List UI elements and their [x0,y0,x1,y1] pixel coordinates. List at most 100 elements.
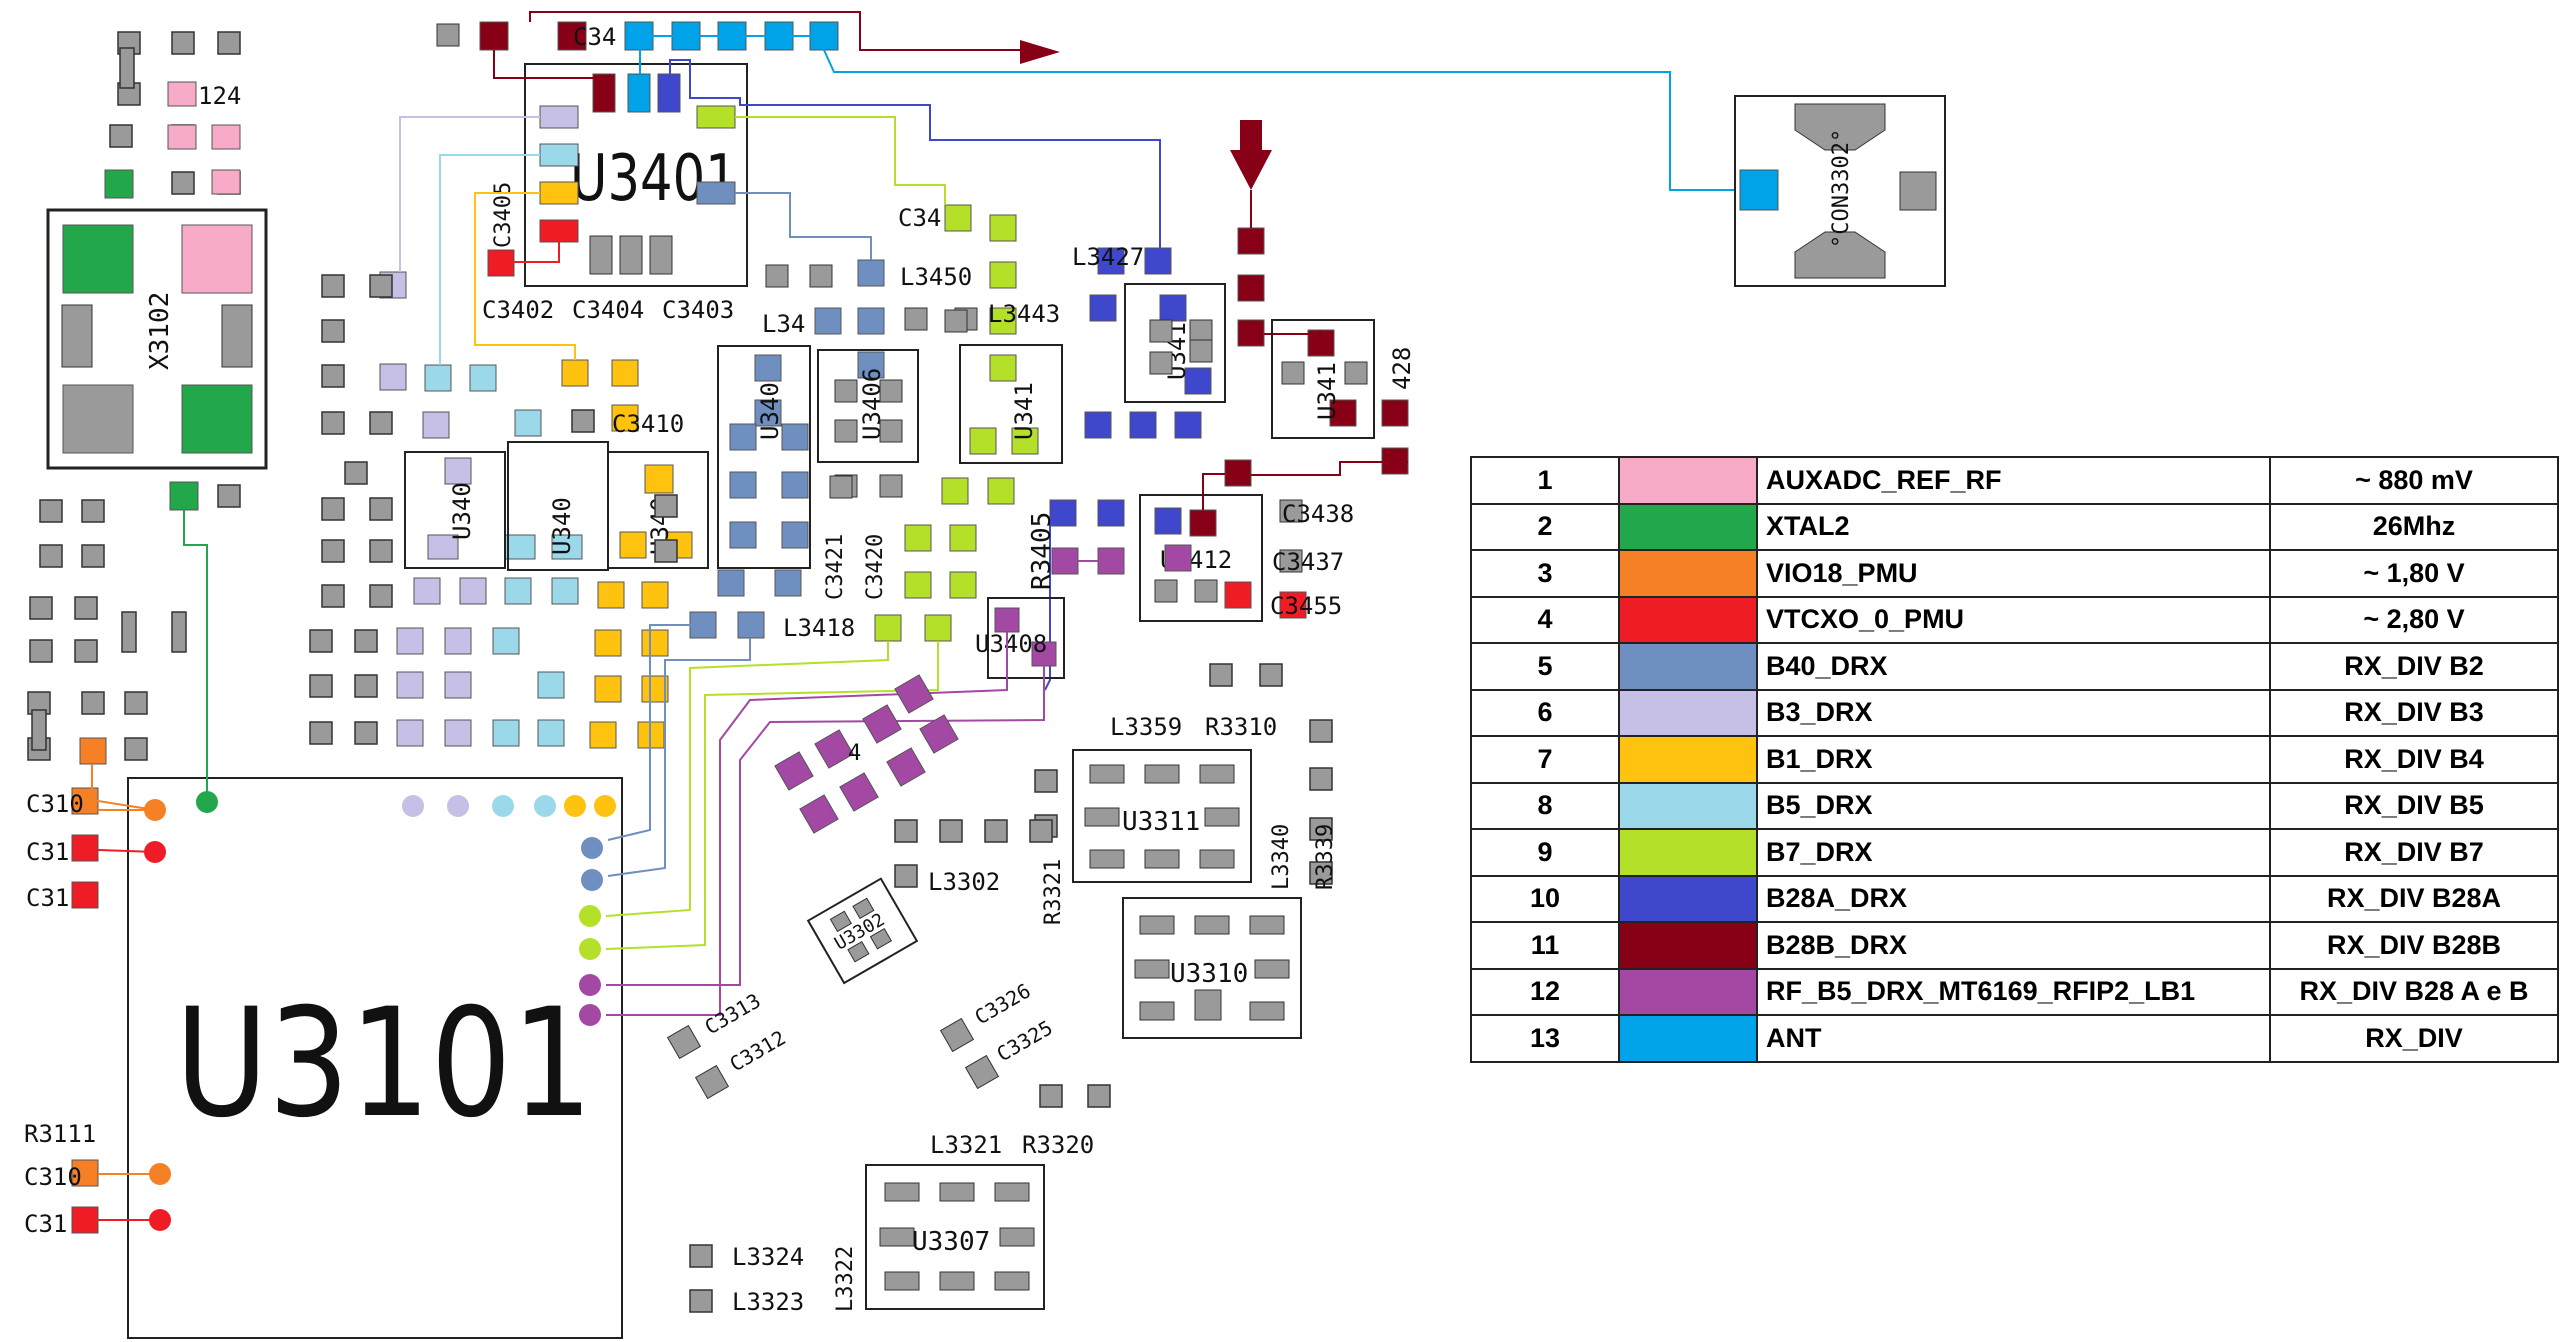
label-c34-mid: C34 [898,204,941,232]
legend-net-name: XTAL2 [1756,502,2271,551]
legend-value: RX_DIV B3 [2269,688,2559,737]
label-l3340: L3340 [1269,824,1294,890]
legend-number: 7 [1470,735,1620,784]
label-c3326: C3326 [971,978,1035,1029]
legend-net-name: B5_DRX [1756,781,2271,830]
label-l3450: L3450 [900,263,972,291]
label-r3320: R3320 [1022,1131,1094,1159]
u340-b-label: U340 [548,497,576,555]
u340-a-label: U340 [448,482,476,540]
legend-color-swatch [1618,688,1758,737]
legend-color-swatch [1618,921,1758,970]
legend-color-swatch [1618,828,1758,877]
label-c310-a: C310 [26,790,84,818]
u340-a-outline [404,451,506,569]
legend-net-name: B28B_DRX [1756,921,2271,970]
legend-number: 4 [1470,595,1620,644]
legend-number: 3 [1470,549,1620,598]
label-124: 124 [198,82,241,110]
r3405-label: R3405 [1027,512,1057,590]
legend-net-name: B7_DRX [1756,828,2271,877]
u3406-outline [817,349,919,463]
con3302-label: °CON3302° [1829,129,1854,248]
label-c3410: C3410 [612,410,684,438]
u341-a-outline [959,344,1063,464]
x3102-label: X3102 [145,292,175,370]
u3310-label: U3310 [1170,959,1248,989]
legend-value: RX_DIV B28B [2269,921,2559,970]
legend-net-name: RF_B5_DRX_MT6169_RFIP2_LB1 [1756,967,2271,1016]
legend-color-swatch [1618,456,1758,505]
u3310-outline [1122,897,1302,1039]
label-l3321: L3321 [930,1131,1002,1159]
legend-net-name: ANT [1756,1014,2271,1063]
u3311-label: U3311 [1122,807,1200,837]
u3101-label: U3101 [175,976,593,1151]
legend-value: RX_DIV B28A [2269,874,2559,923]
label-r3310: R3310 [1205,713,1277,741]
legend-value: RX_DIV B4 [2269,735,2559,784]
legend-row: 3 VIO18_PMU~ 1,80 V [1470,549,2559,598]
legend-value: RX_DIV B28 A e B [2269,967,2559,1016]
label-l34: L34 [762,310,805,338]
legend-value: RX_DIV B5 [2269,781,2559,830]
legend-net-name: B40_DRX [1756,642,2271,691]
label-c3325: C3325 [993,1015,1057,1066]
legend-net-name: VIO18_PMU [1756,549,2271,598]
legend-color-swatch [1618,781,1758,830]
u341-c-outline [1271,319,1375,439]
legend-color-swatch [1618,502,1758,551]
label-l3323: L3323 [732,1288,804,1316]
label-l3443: L3443 [988,300,1060,328]
label-l3418: L3418 [783,614,855,642]
legend-value: RX_DIV B2 [2269,642,2559,691]
legend-value: ~ 2,80 V [2269,595,2559,644]
legend-value: RX_DIV [2269,1014,2559,1063]
legend-number: 8 [1470,781,1620,830]
label-l3324: L3324 [732,1243,804,1271]
legend-color-swatch [1618,549,1758,598]
label-r3321: R3321 [1041,859,1066,925]
legend-color-swatch [1618,874,1758,923]
label-c3313: C3313 [701,988,765,1039]
label-c3437: C3437 [1272,548,1344,576]
legend-number: 11 [1470,921,1620,970]
legend-value: ~ 1,80 V [2269,549,2559,598]
legend-number: 12 [1470,967,1620,1016]
label-l3322: L3322 [833,1246,858,1312]
label-c3405: C3405 [491,182,516,248]
label-l3359: L3359 [1110,713,1182,741]
label-c310-b: C310 [24,1163,82,1191]
u340-d-label: U340 [756,382,784,440]
label-c31-a: C31 [26,838,69,866]
legend-color-swatch [1618,642,1758,691]
legend-value: RX_DIV B7 [2269,828,2559,877]
label-c3420: C3420 [863,534,888,600]
u3311-outline [1072,749,1252,883]
legend-number: 9 [1470,828,1620,877]
legend-number: 1 [1470,456,1620,505]
label-r3339: R3339 [1313,824,1338,890]
legend-net-name: B1_DRX [1756,735,2271,784]
label-428: 428 [1388,347,1416,390]
legend-color-swatch [1618,735,1758,784]
label-c3402: C3402 [482,296,554,324]
legend-net-name: AUXADC_REF_RF [1756,456,2271,505]
legend-number: 6 [1470,688,1620,737]
u340-c-outline [607,451,709,569]
label-4: 4 [848,741,861,766]
label-c3421: C3421 [823,534,848,600]
legend-color-swatch [1618,1014,1758,1063]
